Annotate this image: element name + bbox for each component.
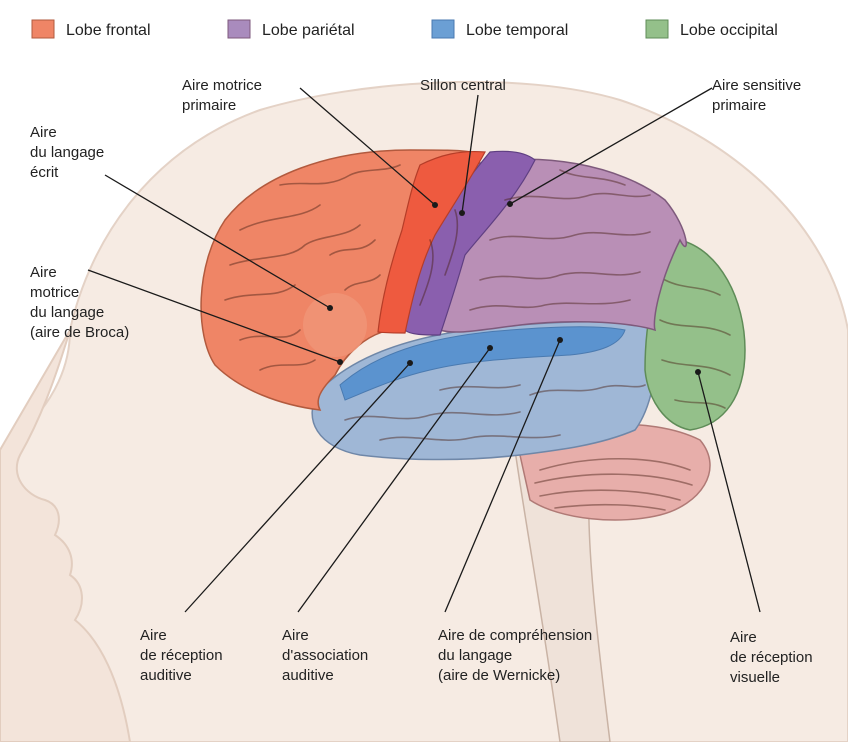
legend-label-frontal: Lobe frontal: [66, 22, 151, 39]
label-sensory-primary: Aire sensitive primaire: [712, 77, 805, 114]
legend-item-frontal: Lobe frontal: [32, 20, 151, 39]
legend-item-temporal: Lobe temporal: [432, 20, 568, 39]
legend-swatch-occipital: [646, 20, 668, 38]
legend-label-temporal: Lobe temporal: [466, 22, 568, 39]
legend-swatch-parietal: [228, 20, 250, 38]
legend-item-occipital: Lobe occipital: [646, 20, 778, 39]
label-central-sulcus: Sillon central: [420, 77, 506, 94]
broca-area: [303, 293, 367, 357]
label-written-language: Aire du langage écrit: [30, 124, 108, 181]
label-motor-primary: Aire motrice primaire: [182, 77, 266, 114]
legend-swatch-temporal: [432, 20, 454, 38]
legend-item-parietal: Lobe pariétal: [228, 20, 355, 39]
legend-label-parietal: Lobe pariétal: [262, 22, 355, 39]
legend: Lobe frontal Lobe pariétal Lobe temporal…: [32, 20, 778, 39]
legend-swatch-frontal: [32, 20, 54, 38]
legend-label-occipital: Lobe occipital: [680, 22, 778, 39]
